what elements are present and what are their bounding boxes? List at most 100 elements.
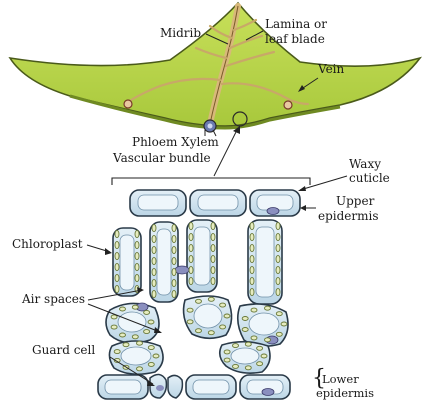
chloroplast [114,229,120,239]
chloroplast [219,324,227,330]
label-phloem-xylem: Phloem Xylem [132,135,219,149]
label-midrib: Midrib [160,26,201,40]
chloroplast [147,345,155,351]
chloroplast [151,278,157,288]
chloroplast [210,276,216,286]
chloroplast [250,307,258,313]
chloroplast [171,234,177,244]
chloroplast [210,265,216,275]
label-air-spaces: Air spaces [21,292,85,306]
chloroplast [110,314,118,320]
chloroplast [113,349,121,355]
vein-section-right [283,100,293,110]
chloroplast [171,245,177,255]
chloroplast [249,232,255,242]
chloroplast [151,234,157,244]
chloroplast [152,353,160,359]
leaf-cut-edge [69,94,341,130]
chloroplast [275,287,281,297]
chloroplast [223,313,231,319]
chloroplast [210,254,216,264]
chloroplast [151,289,157,299]
chloroplast [219,302,227,308]
chloroplast [264,337,271,343]
chloroplast [244,341,252,347]
chloroplasts [110,221,288,372]
chloroplast [171,289,177,299]
chloroplast [134,262,140,272]
chloroplast [188,221,194,231]
chloroplast [207,330,215,336]
chloroplast [114,284,120,294]
chloroplast [249,243,255,253]
chloroplast [151,245,157,255]
chloroplast [275,265,281,275]
chloroplast [275,276,281,286]
chloroplast [151,267,157,277]
chloroplast [114,251,120,261]
chloroplast [210,221,216,231]
chloroplast [114,273,120,283]
section-bracket [111,177,311,185]
chloroplast [110,324,118,330]
chloroplast [143,329,151,335]
chloroplast [143,309,151,315]
chloroplast [256,361,264,367]
label-guard-cell: Guard cell [32,343,95,357]
chloroplast [188,276,194,286]
label-waxy-2: cuticle [349,171,390,185]
label-chloroplast: Chloroplast [12,237,83,251]
chloroplast [119,332,126,338]
chloroplast [122,342,130,348]
chloroplast [134,273,140,283]
chloroplast [114,240,120,250]
label-upper-2: epidermis [318,209,379,223]
chloroplast [119,306,126,312]
chloroplast [275,331,283,337]
label-lamina-2: leaf blade [265,32,325,46]
chloroplast [275,221,281,231]
chloroplast [136,366,143,372]
label-upper-1: Upper [336,194,375,208]
leaf-veins [126,18,310,106]
chloroplast [188,254,194,264]
chloroplast [151,256,157,266]
chloroplast [223,349,231,355]
chloroplast [249,265,255,275]
chloroplast [171,256,177,266]
chloroplast [171,267,177,277]
chloroplast [210,232,216,242]
chloroplast [210,243,216,253]
chloroplast [171,223,177,233]
label-waxy-1: Waxy [349,157,381,171]
label-lamina-1: Lamina or [265,17,327,31]
leaf-lamina [8,1,423,127]
lower-epidermis [97,374,291,400]
leaf-blade [8,1,423,133]
chloroplast [256,345,264,351]
chloroplast [188,265,194,275]
chloroplast [131,334,139,340]
chloroplast [113,357,121,363]
chloroplast [171,278,177,288]
label-lower-2: epidermis [316,386,374,400]
chloroplast [207,296,215,302]
chloroplast [249,221,255,231]
chloroplast [275,311,283,317]
chloroplast [264,305,271,311]
chloroplast [244,365,252,371]
label-vein: Vein [317,62,345,76]
chloroplast [186,307,194,313]
chloroplast [232,363,239,369]
chloroplast [275,254,281,264]
chloroplast [232,343,239,349]
upper-epidermis [129,189,301,217]
chloroplast [241,327,249,332]
label-vascular-bundle: Vascular bundle [112,151,211,165]
chloroplast [195,328,202,334]
label-lower-1: Lower [322,372,359,386]
chloroplast [131,304,139,310]
chloroplast [249,287,255,297]
chloroplast [147,319,155,325]
